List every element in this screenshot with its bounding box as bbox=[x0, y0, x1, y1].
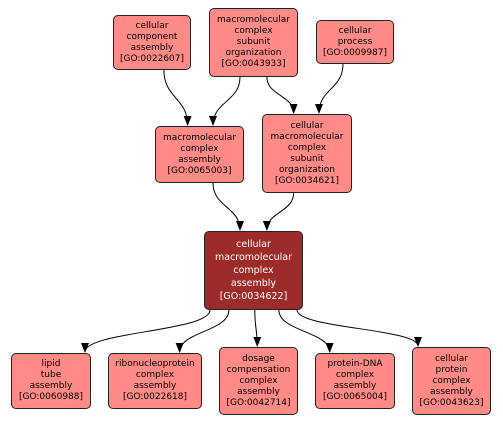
edge-n0034622-to-n0022618 bbox=[175, 309, 230, 353]
edge-n0043933-to-n0065003 bbox=[209, 76, 241, 126]
edge-n0043933-to-n0034621 bbox=[266, 76, 298, 114]
edge-n0065003-to-n0034622 bbox=[212, 182, 244, 231]
edge-n0034622-to-n0043623 bbox=[296, 309, 422, 347]
edge-n0034622-to-n0042714 bbox=[253, 309, 262, 347]
edge-n0034621-to-n0034622 bbox=[262, 192, 295, 231]
edge-n0034622-to-n0065004 bbox=[278, 309, 334, 353]
edge-n0022607-to-n0065003 bbox=[163, 69, 192, 126]
edge-n0034622-to-n0060988 bbox=[81, 309, 211, 353]
edge-n0009987-to-n0034621 bbox=[315, 63, 344, 114]
